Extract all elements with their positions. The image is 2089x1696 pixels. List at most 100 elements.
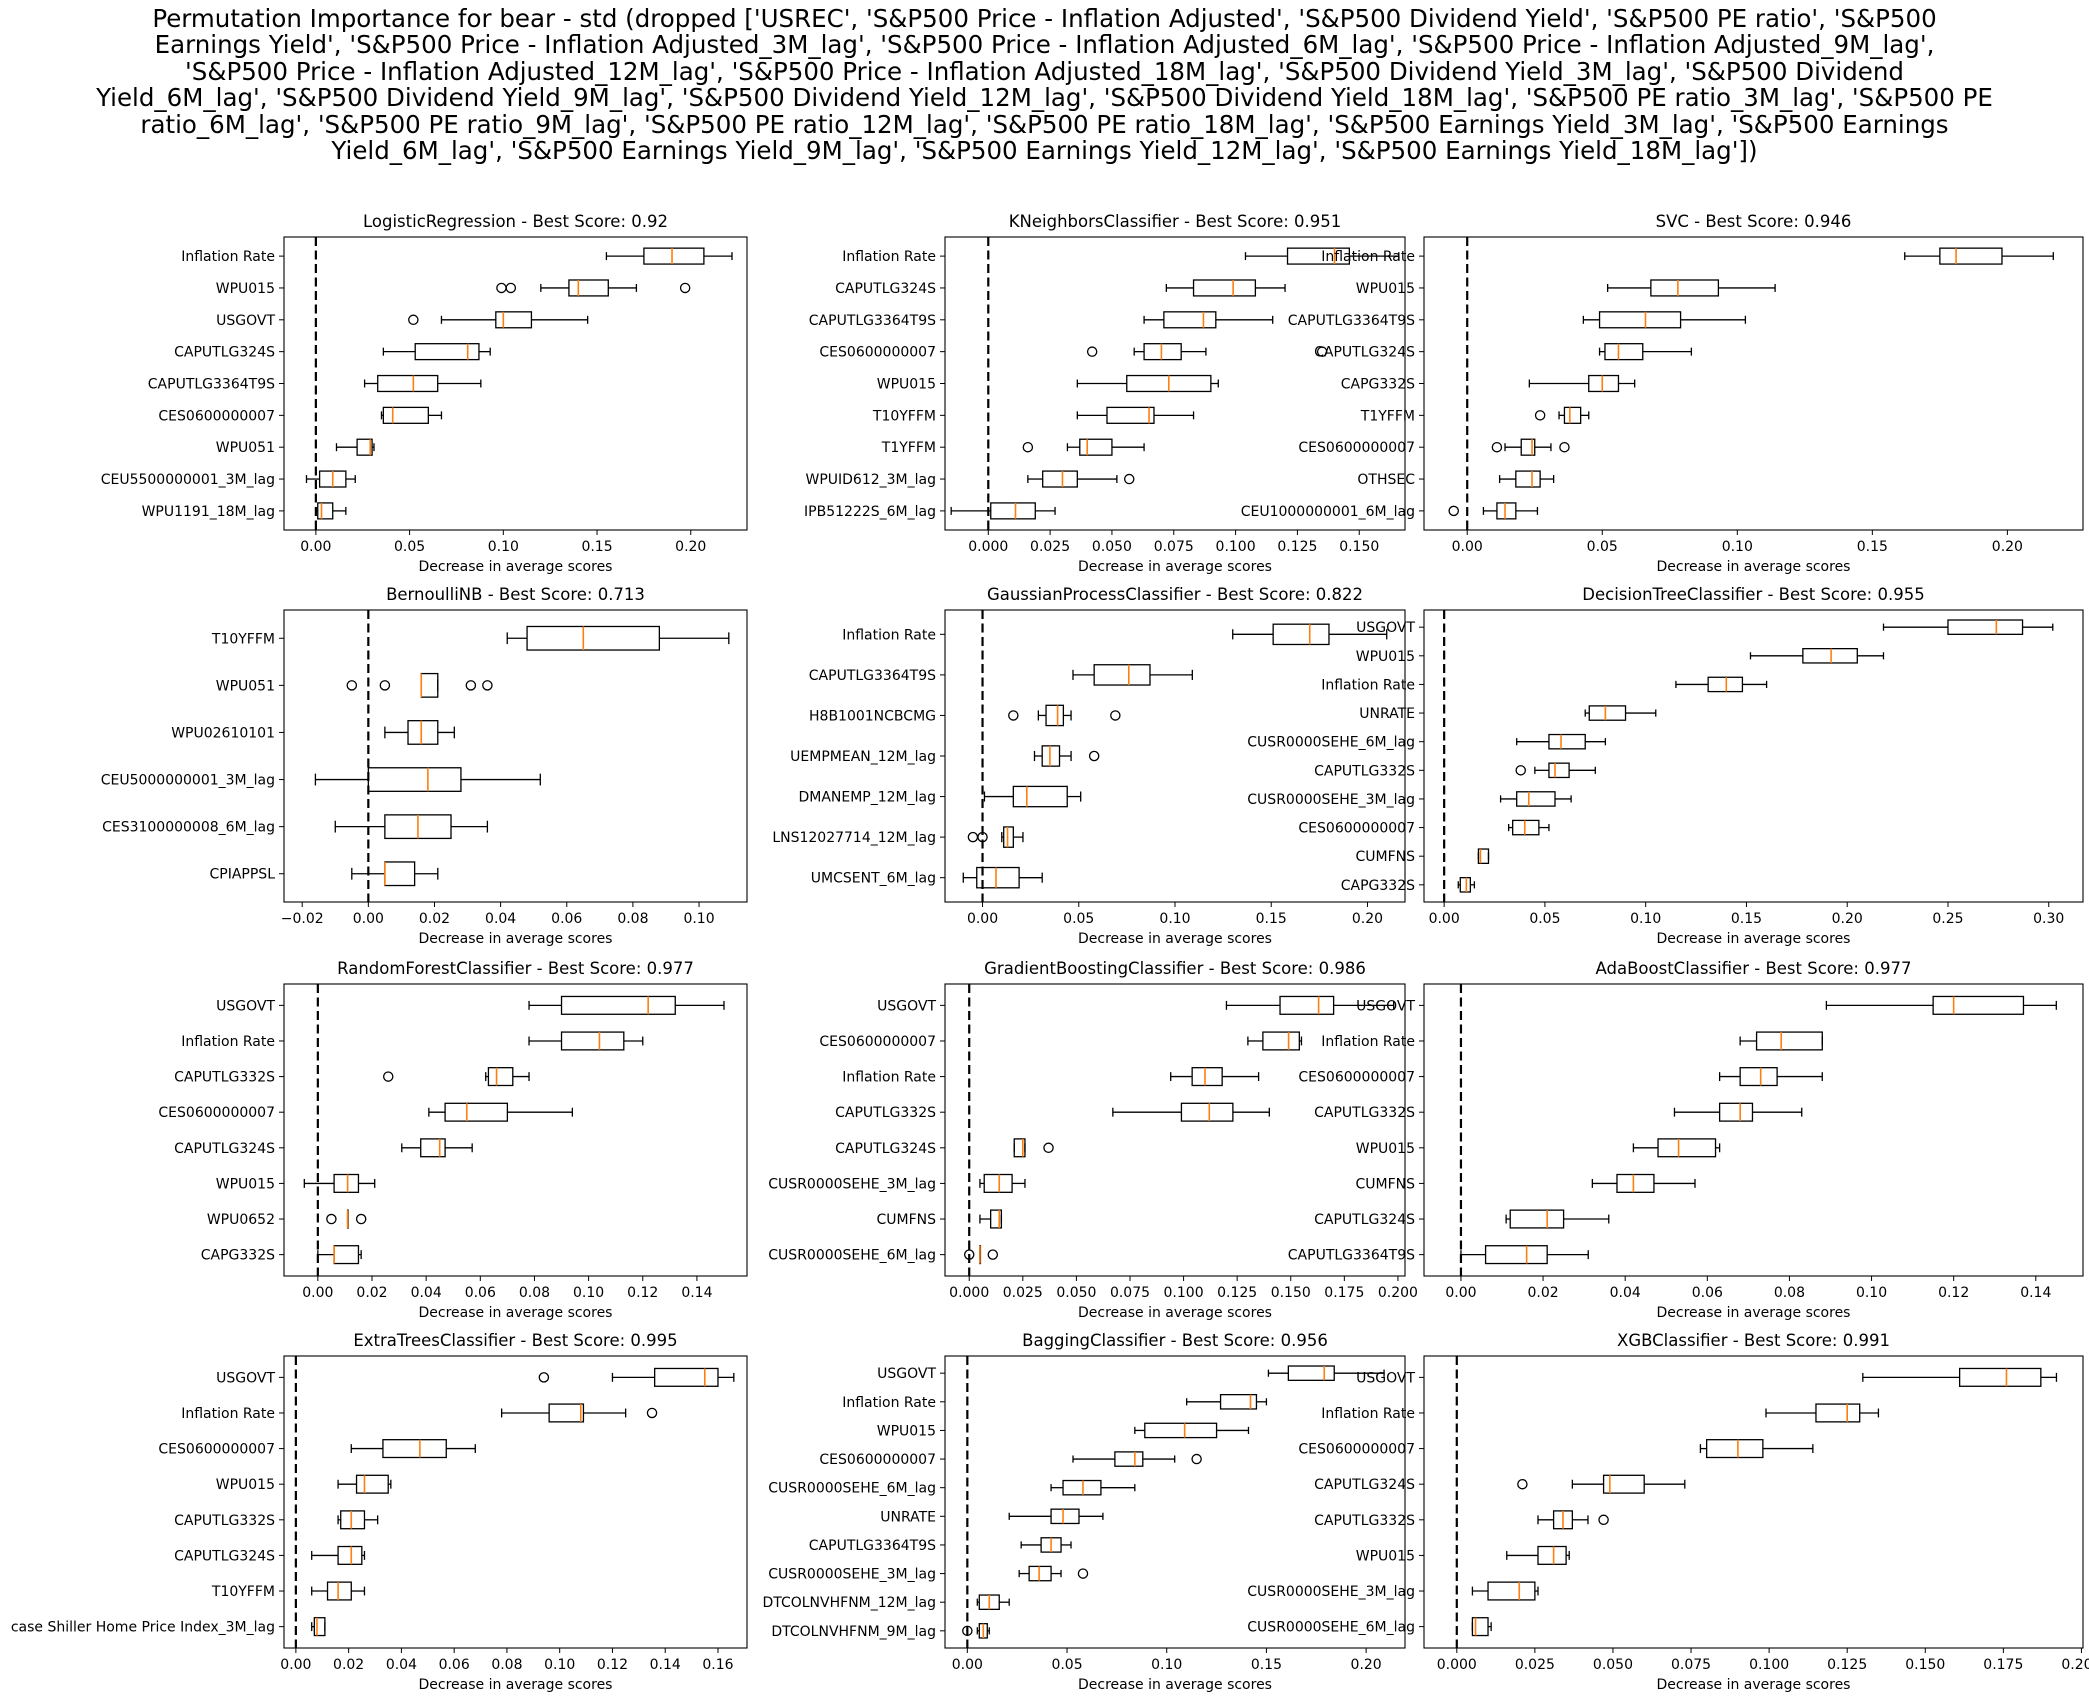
box-capg332s xyxy=(1528,374,1636,393)
iqr-box xyxy=(1548,733,1586,750)
iqr-box xyxy=(356,438,373,456)
subplot-4: T10YFFMWPU051WPU02610101CEU5000000001_3M… xyxy=(101,585,748,947)
y-tick-label: WPU015 xyxy=(1356,281,1415,297)
box-inflation-rate xyxy=(1170,1067,1260,1087)
axes-frame xyxy=(944,609,1406,903)
iqr-box xyxy=(1219,1393,1258,1410)
y-tick-label: IPB51222S_6M_lag xyxy=(804,504,936,520)
x-tick-label: 0.00 xyxy=(300,539,331,555)
y-tick-label: CUSR0000SEHE_3M_lag xyxy=(1247,792,1415,808)
x-tick-label: 0.075 xyxy=(1671,1657,1711,1673)
x-tick-label: 0.10 xyxy=(1856,1285,1887,1301)
iqr-box xyxy=(560,1031,625,1051)
x-tick-label: 0.150 xyxy=(1339,539,1379,555)
box-inflation-rate xyxy=(528,1031,644,1051)
outlier-point xyxy=(1316,346,1328,357)
y-tick-label: UMCSENT_6M_lag xyxy=(811,871,936,887)
iqr-box xyxy=(1706,1439,1764,1459)
box-cusr0000sehe-6m-lag xyxy=(1050,1479,1136,1496)
iqr-box xyxy=(1939,247,2003,265)
iqr-box xyxy=(1520,438,1536,456)
box-dtcolnvhfnm-9m-lag xyxy=(962,1623,990,1639)
y-tick-label: CAPUTLG3364T9S xyxy=(809,668,936,684)
figure-title-line: ratio_6M_lag', 'S&P500 PE ratio_9M_lag',… xyxy=(140,109,1949,139)
x-tick-label: 0.05 xyxy=(394,539,425,555)
y-tick-label: CAPUTLG3364T9S xyxy=(148,377,275,393)
x-tick-label: 0.100 xyxy=(1216,539,1256,555)
box-h8b1001ncbcmg xyxy=(1008,704,1121,727)
iqr-box xyxy=(355,1474,389,1494)
x-tick-label: 0.12 xyxy=(597,1657,628,1673)
axes-frame xyxy=(1423,236,2084,531)
iqr-box xyxy=(1192,279,1257,297)
x-tick-label: 0.00 xyxy=(353,911,384,927)
x-tick-label: 0.06 xyxy=(465,1285,496,1301)
outlier-point xyxy=(962,1625,973,1637)
iqr-box xyxy=(444,1102,509,1122)
x-tick-label: 0.025 xyxy=(1003,1285,1043,1301)
iqr-box xyxy=(1548,762,1570,779)
box-ces0600000007 xyxy=(1491,438,1570,456)
y-tick-label: CAPUTLG324S xyxy=(835,281,936,297)
x-tick-label: 0.00 xyxy=(302,1285,333,1301)
box-inflation-rate xyxy=(500,1403,658,1423)
x-axis-label: Decrease in average scores xyxy=(1078,559,1272,575)
y-tick-label: WPU015 xyxy=(216,281,275,297)
x-axis-label: Decrease in average scores xyxy=(1657,559,1851,575)
outlier-point xyxy=(1559,441,1570,453)
figure-title-line: Permutation Importance for bear - std (d… xyxy=(152,4,1937,33)
y-tick-label: CAPUTLG324S xyxy=(835,1141,936,1157)
iqr-box xyxy=(1512,819,1540,836)
box-inflation-rate xyxy=(1232,623,1388,646)
x-tick-label: 0.06 xyxy=(439,1657,470,1673)
x-tick-label: 0.20 xyxy=(1832,911,1863,927)
x-tick-label: 0.05 xyxy=(1587,539,1618,555)
box-caputlg332s xyxy=(1537,1510,1609,1530)
y-tick-label: CES0600000007 xyxy=(819,345,936,361)
x-tick-label: 0.02 xyxy=(356,1285,387,1301)
x-tick-label: 0.00 xyxy=(1429,911,1460,927)
box-wpu0652 xyxy=(326,1209,367,1229)
subplot-title: LogisticRegression - Best Score: 0.92 xyxy=(363,212,668,231)
y-tick-label: CUSR0000SEHE_6M_lag xyxy=(768,1248,936,1264)
y-tick-label: T10YFFM xyxy=(872,408,936,424)
x-tick-label: 0.000 xyxy=(1437,1657,1477,1673)
y-tick-label: CES0600000007 xyxy=(819,1034,936,1050)
iqr-box xyxy=(1180,1102,1234,1122)
box-t10yffm xyxy=(506,625,730,651)
y-tick-label: CES0600000007 xyxy=(158,1105,275,1121)
y-tick-label: CAPG332S xyxy=(1341,377,1415,393)
iqr-box xyxy=(1604,343,1644,361)
iqr-box xyxy=(1262,1031,1300,1051)
iqr-box xyxy=(495,311,533,329)
outlier-point xyxy=(1448,505,1459,517)
y-tick-label: CES0600000007 xyxy=(819,1452,936,1468)
box-wpu015 xyxy=(1506,1545,1570,1565)
box-ces0600000007 xyxy=(428,1102,574,1122)
box-usgovt xyxy=(1862,1367,2058,1387)
box-caputlg3364t9s xyxy=(1582,311,1747,329)
y-tick-label: CEU5500000001_3M_lag xyxy=(101,472,275,488)
iqr-box xyxy=(1588,374,1620,393)
outlier-point xyxy=(505,282,517,294)
y-tick-label: CUSR0000SEHE_3M_lag xyxy=(1247,1584,1415,1600)
outlier-point xyxy=(679,282,691,294)
y-tick-label: CAPUTLG324S xyxy=(1314,345,1415,361)
iqr-box xyxy=(317,502,334,520)
outlier-point xyxy=(1517,1478,1528,1490)
x-tick-label: 0.150 xyxy=(1905,1657,1945,1673)
iqr-box xyxy=(548,1403,585,1423)
x-tick-label: 0.14 xyxy=(650,1657,681,1673)
y-tick-label: CUSR0000SEHE_6M_lag xyxy=(1247,735,1415,751)
iqr-box xyxy=(1163,311,1217,329)
y-tick-label: UNRATE xyxy=(1359,706,1415,722)
axes-frame xyxy=(1423,1355,2084,1649)
box-ces3100000008-6m-lag xyxy=(334,814,489,840)
box-ceu5500000001-3m-lag xyxy=(305,470,356,488)
iqr-box xyxy=(1509,1209,1565,1229)
box-caputlg324s xyxy=(1517,1474,1686,1494)
box-inflation-rate xyxy=(1904,247,2054,265)
iqr-box xyxy=(526,625,661,651)
